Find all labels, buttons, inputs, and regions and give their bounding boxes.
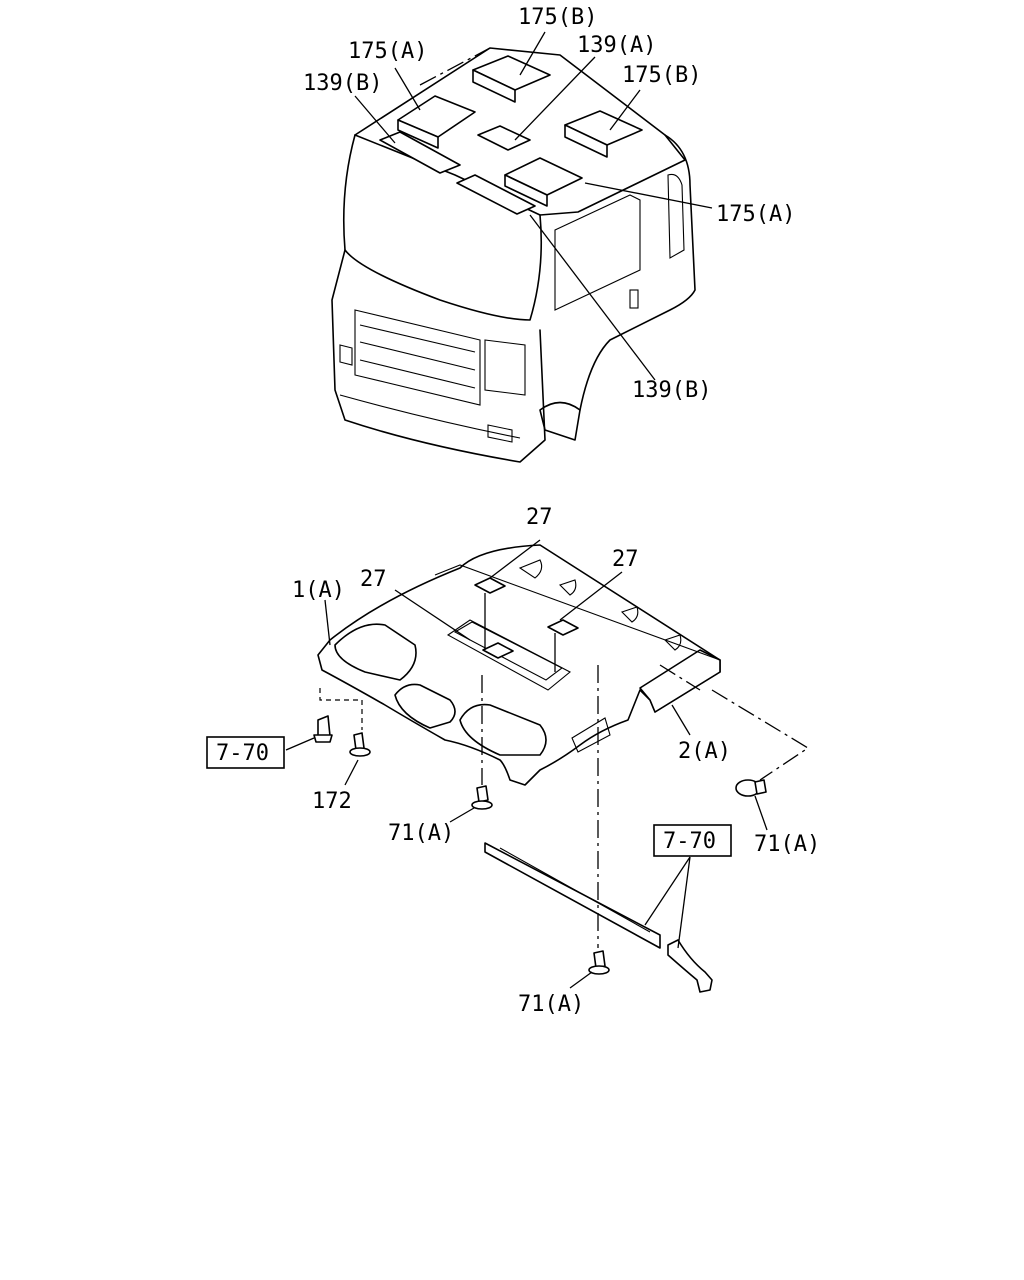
label-175b-top: 175(B) [518,5,597,30]
clip-71a-right-icon [735,779,767,797]
label-71a-bottom: 71(A) [518,992,584,1017]
label-175b-right: 175(B) [622,63,701,88]
label-139b-left: 139(B) [303,71,382,96]
fastener-clip-left-icon [313,715,333,743]
label-175a-left: 175(A) [348,39,427,64]
label-27-right: 27 [612,547,639,572]
ref-label-left: 7-70 [216,741,269,766]
label-71a-right: 71(A) [754,832,820,857]
headliner-assembly [317,544,721,993]
truck-cab-illustration [331,47,696,463]
label-2a: 2(A) [678,739,731,764]
label-139b-bottom: 139(B) [632,378,711,403]
label-1a: 1(A) [292,578,345,603]
label-27-left: 27 [360,567,387,592]
ref-box-left [206,736,285,769]
screw-71a-center-icon [471,785,493,810]
ref-label-right: 7-70 [663,829,716,854]
label-27-top: 27 [526,505,553,530]
label-71a-center: 71(A) [388,821,454,846]
cab-leader-lines [354,31,713,381]
label-139a: 139(A) [577,33,656,58]
label-172: 172 [312,789,352,814]
label-175a-right: 175(A) [716,202,795,227]
ref-box-right [653,824,732,857]
screw-71a-bottom-icon [588,950,610,975]
headliner-leader-lines [285,539,810,989]
screw-172-icon [349,732,371,757]
